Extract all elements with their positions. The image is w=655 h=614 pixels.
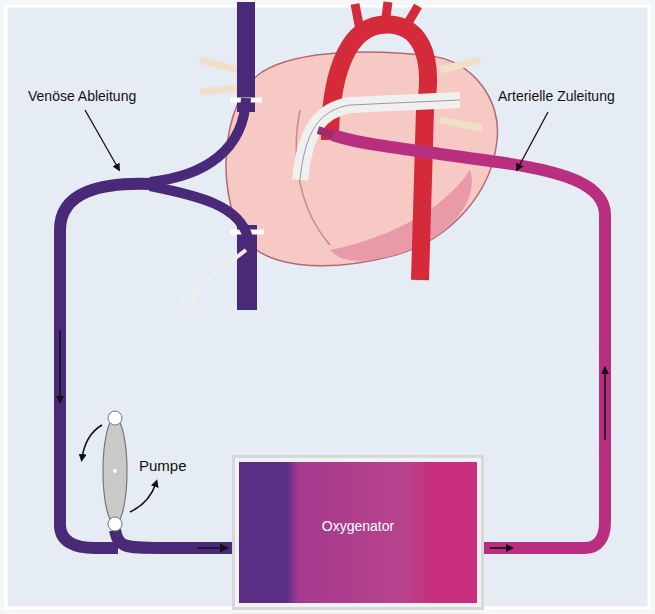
flow-arrow (198, 547, 228, 549)
venous-cannula-upper (150, 98, 246, 182)
vessel-label: Arterielle Zuleitung (498, 88, 615, 104)
flow-arrow (59, 330, 61, 400)
pump-symbol: Pumpe (95, 410, 205, 532)
rotation-arrow (130, 483, 156, 512)
leader-line (85, 110, 118, 168)
aortic-cannula (318, 130, 333, 135)
venous-tube (60, 184, 152, 548)
cannula-clamp (182, 250, 246, 310)
oxygenator-box: Oxygenator (232, 455, 484, 610)
tube-connector (115, 530, 232, 548)
ventricle (330, 170, 472, 261)
oxygenator-label: Oxygenator (235, 518, 481, 534)
flow-arrow (490, 547, 510, 549)
panel (6, 6, 649, 608)
rotation-arrow (82, 425, 102, 458)
pump-label: Pumpe (139, 457, 187, 474)
superior-vena-cava (237, 2, 255, 112)
pump-shape (95, 410, 135, 532)
leader-line (518, 112, 548, 168)
flow-arrow (604, 370, 606, 440)
aortic-branches (355, 2, 418, 30)
venous-cannula-lower (150, 186, 248, 238)
vessel-label: Venöse Ableitung (28, 88, 136, 104)
